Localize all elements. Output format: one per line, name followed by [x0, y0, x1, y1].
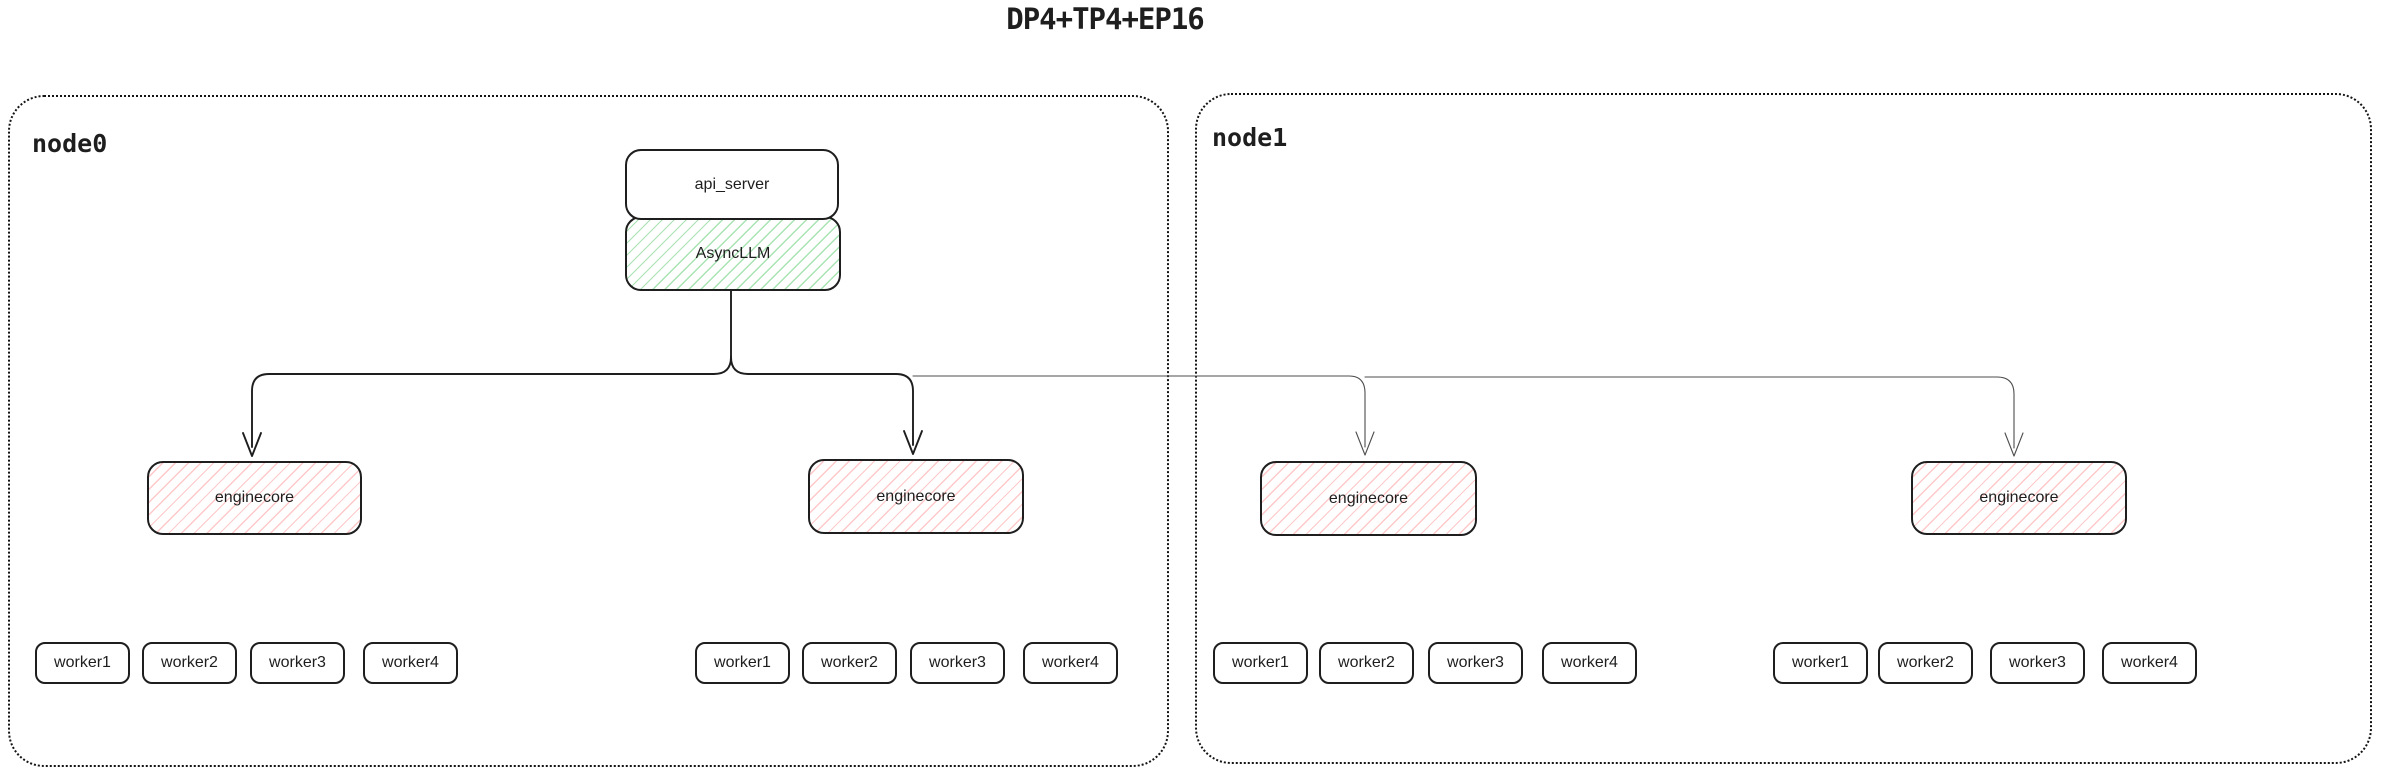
worker-box: worker1 — [35, 642, 130, 684]
node0-label: node0 — [32, 129, 108, 158]
diagram-title: DP4+TP4+EP16 — [1006, 2, 1205, 36]
worker-box: worker2 — [1319, 642, 1414, 684]
worker-box: worker1 — [695, 642, 790, 684]
worker-box: worker3 — [250, 642, 345, 684]
node1-label: node1 — [1212, 123, 1288, 152]
worker-box: worker1 — [1773, 642, 1868, 684]
enginecore-box-4: enginecore — [1911, 461, 2127, 535]
worker-box: worker4 — [363, 642, 458, 684]
worker-box: worker4 — [1542, 642, 1637, 684]
worker-box: worker4 — [1023, 642, 1118, 684]
asyncllm-box: AsyncLLM — [625, 216, 841, 291]
worker-box: worker2 — [142, 642, 237, 684]
worker-box: worker3 — [1990, 642, 2085, 684]
worker-box: worker3 — [1428, 642, 1523, 684]
api-server-box: api_server — [625, 149, 839, 220]
enginecore-box-2: enginecore — [808, 459, 1024, 534]
worker-box: worker1 — [1213, 642, 1308, 684]
enginecore-box-1: enginecore — [147, 461, 362, 535]
enginecore-box-3: enginecore — [1260, 461, 1477, 536]
worker-box: worker2 — [1878, 642, 1973, 684]
worker-box: worker2 — [802, 642, 897, 684]
worker-box: worker3 — [910, 642, 1005, 684]
worker-box: worker4 — [2102, 642, 2197, 684]
